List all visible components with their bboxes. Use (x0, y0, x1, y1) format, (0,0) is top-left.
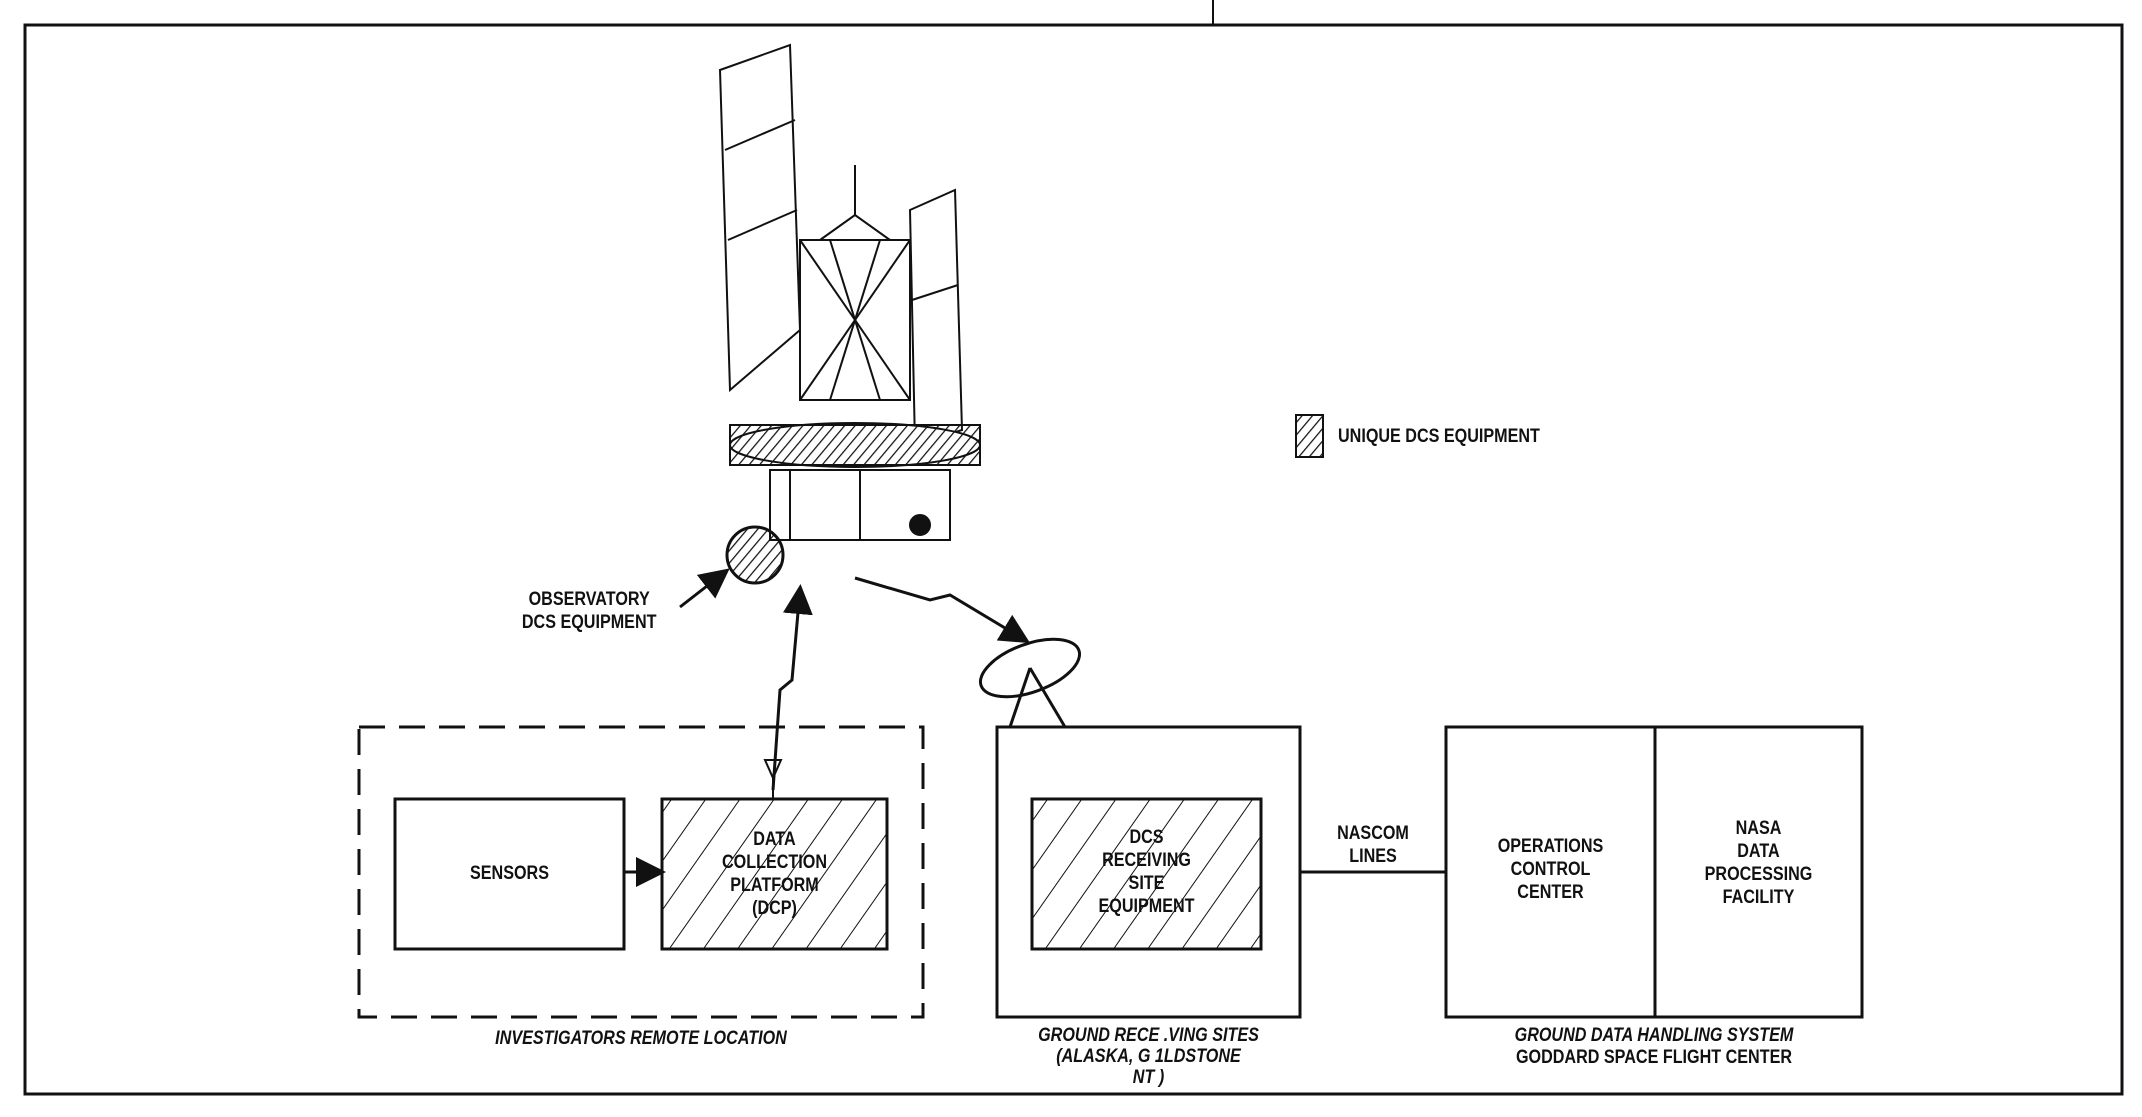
equipment-line: EQUIPMENT (1098, 896, 1195, 917)
occ-line: CONTROL (1510, 859, 1591, 880)
downlink-arrow (854, 576, 1031, 644)
dcp-line: (DCP) (752, 898, 797, 919)
occ-line: CENTER (1517, 882, 1584, 903)
dcs-receiving-equipment-box (1030, 797, 1263, 951)
sensors-box (393, 797, 626, 951)
operations-control-center-label: OPERATIONS CONTROL CENTER (1462, 835, 1640, 904)
ndpf-line: FACILITY (1722, 887, 1795, 908)
ndpf-line: NASA (1735, 818, 1782, 839)
dcs-receiving-label: DCS RECEIVING SITE EQUIPMENT (1049, 826, 1244, 918)
outer-frame (23, 23, 2124, 1096)
caption-line: GODDARD SPACE FLIGHT CENTER (1515, 1047, 1793, 1068)
equipment-line: DCS (1129, 827, 1164, 848)
satellite-illustration (718, 43, 981, 585)
ndpf-line: DATA (1737, 841, 1780, 862)
uplink-arrow (771, 584, 813, 791)
sensors-label: SENSORS (470, 863, 549, 884)
dcp-line: DATA (753, 829, 796, 850)
legend-label: UNIQUE DCS EQUIPMENT (1338, 426, 1540, 447)
ground-data-caption: GROUND DATA HANDLING SYSTEM GODDARD SPAC… (1477, 1025, 1831, 1069)
occ-line: OPERATIONS (1497, 836, 1604, 857)
equipment-line: SITE (1128, 873, 1165, 894)
equipment-line: RECEIVING (1102, 850, 1191, 871)
nasa-data-processing-facility-label: NASA DATA PROCESSING FACILITY (1671, 817, 1847, 909)
caption-line: NT ) (1132, 1067, 1165, 1088)
observatory-dcs-equipment (725, 525, 785, 585)
receiving-dish-icon (978, 637, 1082, 728)
investigators-caption: INVESTIGATORS REMOTE LOCATION (495, 1028, 787, 1049)
observatory-callout: OBSERVATORY DCS EQUIPMENT (522, 588, 657, 634)
callout-line: OBSERVATORY (528, 589, 650, 610)
dcp-line: PLATFORM (730, 875, 819, 896)
ground-receiving-caption: GROUND RECE .VING SITES (ALASKA, G 1LDST… (1020, 1025, 1278, 1088)
dcp-label: DATA COLLECTION PLATFORM (DCP) (679, 828, 870, 920)
caption-line: GROUND DATA HANDLING SYSTEM (1514, 1025, 1794, 1046)
caption-line: (ALASKA, G 1LDSTONE (1056, 1046, 1241, 1067)
link-line: NASCOM (1337, 823, 1409, 844)
legend-hatch-swatch (1295, 414, 1324, 458)
callout-line: DCS EQUIPMENT (521, 612, 657, 633)
caption-line: GROUND RECE .VING SITES (1038, 1025, 1259, 1046)
antenna-icon (763, 759, 783, 781)
ndpf-line: PROCESSING (1704, 864, 1813, 885)
nascom-lines-label: NASCOM LINES (1311, 822, 1435, 868)
investigators-remote-location-box (357, 725, 925, 1019)
link-line: LINES (1349, 846, 1397, 867)
dcp-line: COLLECTION (722, 852, 827, 873)
